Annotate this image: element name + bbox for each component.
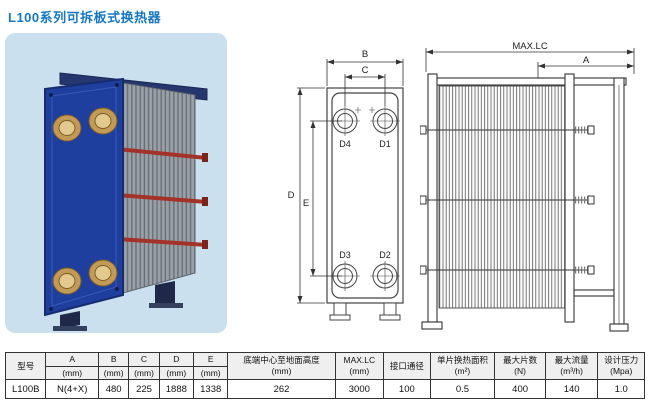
tie-bolts [116,147,208,247]
side-view-drawing: MAX.LC A [420,41,635,332]
header-unit: (m²) [454,366,471,376]
dim-label-e: E [303,198,309,209]
col-header-model: 型号 [4,352,47,380]
port-label-d1: D1 [379,139,391,149]
header-unit: (mm) [271,366,292,376]
cell-c: 225 [128,379,160,399]
plate-pack [122,82,196,294]
cell-port-diameter: 100 [383,379,431,399]
tie-bolt-nuts [202,153,208,249]
col-header-max-flow: 最大流量 (m³/h) [544,352,599,380]
dim-label-d: D [288,190,295,201]
header-text: 最大片数 [503,355,538,366]
col-unit-c: (mm) [128,366,160,380]
header-text: 设计压力 [604,355,639,366]
col-unit-a: (mm) [45,366,99,380]
header-text: MAX.LC [343,355,376,366]
col-header-bottom-center-height: 底端中心至地面高度 (mm) [227,352,336,380]
port-label-d2: D2 [379,250,391,260]
dim-label-max-lc: MAX.LC [512,41,548,52]
port-circles [332,108,398,289]
dim-label-b: B [362,49,368,60]
header-unit: (Mpa) [610,366,633,376]
cell-max-flow: 140 [544,379,599,399]
product-photo [44,72,208,331]
dim-label-c: C [362,65,369,76]
cell-a: N(4+X) [45,379,99,399]
col-unit-b: (mm) [97,366,130,380]
col-header-plate-area: 单片换热面积 (m²) [429,352,496,380]
support-feet [53,281,183,331]
col-header-max-lc: MAX.LC (mm) [334,352,385,380]
table-row: L100B N(4+X) 480 225 1888 1338 262 3000 … [4,379,645,399]
cell-d: 1888 [158,379,195,399]
header-text: 底端中心至地面高度 [243,355,320,366]
page-title: L100系列可拆板式换热器 [8,10,162,25]
tie-bolts [420,125,595,275]
cell-max-plates: 400 [494,379,546,399]
header-unit: (N) [514,366,526,376]
port-label-d4: D4 [339,139,351,149]
frame-plate-outline [326,87,404,304]
col-header-design-pressure: 设计压力 (Mpa) [597,352,645,380]
product-photo-panel [5,33,227,333]
header-unit: (m³/h) [560,366,583,376]
col-header-port-diameter: 接口通径 [383,352,431,380]
frame-structure [421,73,629,332]
cell-b: 480 [97,379,130,399]
port-centerlines [330,106,400,291]
col-header-d: D [158,352,195,367]
cell-model: L100B [4,379,47,399]
cell-plate-area: 0.5 [429,379,496,399]
header-text: 单片换热面积 [436,355,488,366]
spec-table: 型号 A B C D E 底端中心至地面高度 (mm) MAX.LC (mm) … [4,352,645,399]
col-header-max-plates: 最大片数 (N) [494,352,546,380]
col-header-b: B [97,352,130,367]
cell-design-pressure: 1.0 [597,379,645,399]
port-label-d3: D3 [339,250,351,260]
port-flanges [52,107,118,295]
front-view-drawing: B C D E D4 D1 D3 D2 [288,49,404,321]
frame-feet [329,302,401,321]
dimension-lines [297,59,404,304]
col-header-a: A [45,352,99,367]
dim-label-a: A [583,55,590,66]
col-header-c: C [128,352,160,367]
header-unit: (mm) [349,366,370,376]
col-header-e: E [193,352,229,367]
cell-e: 1338 [193,379,229,399]
cell-bottom-center-height: 262 [227,379,336,399]
dimension-lines [425,48,635,80]
header-text: 最大流量 [554,355,589,366]
col-unit-e: (mm) [193,366,229,380]
col-unit-d: (mm) [158,366,195,380]
cell-max-lc: 3000 [334,379,385,399]
